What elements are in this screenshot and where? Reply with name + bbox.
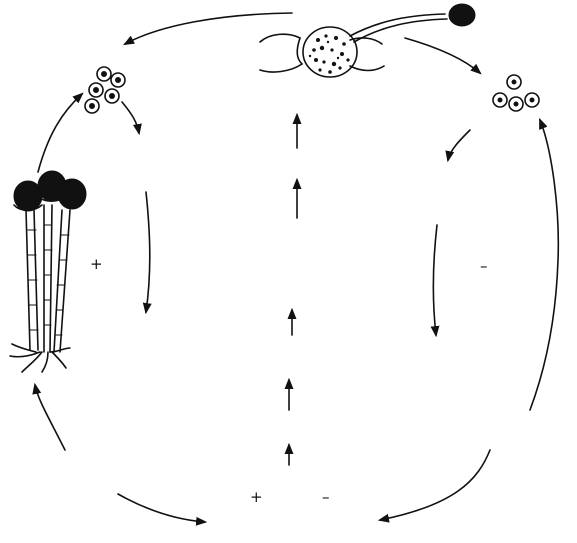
gametangium-minus-label: – bbox=[322, 490, 330, 505]
sporangiophores-plus bbox=[10, 171, 86, 372]
gametangium-plus-label: + bbox=[250, 490, 263, 505]
plus-strain-label: + bbox=[90, 257, 103, 272]
minus-strain-label: – bbox=[480, 259, 488, 274]
spores-plus bbox=[85, 67, 125, 113]
germinating-zygospore bbox=[260, 4, 475, 77]
spores-minus bbox=[493, 75, 539, 111]
